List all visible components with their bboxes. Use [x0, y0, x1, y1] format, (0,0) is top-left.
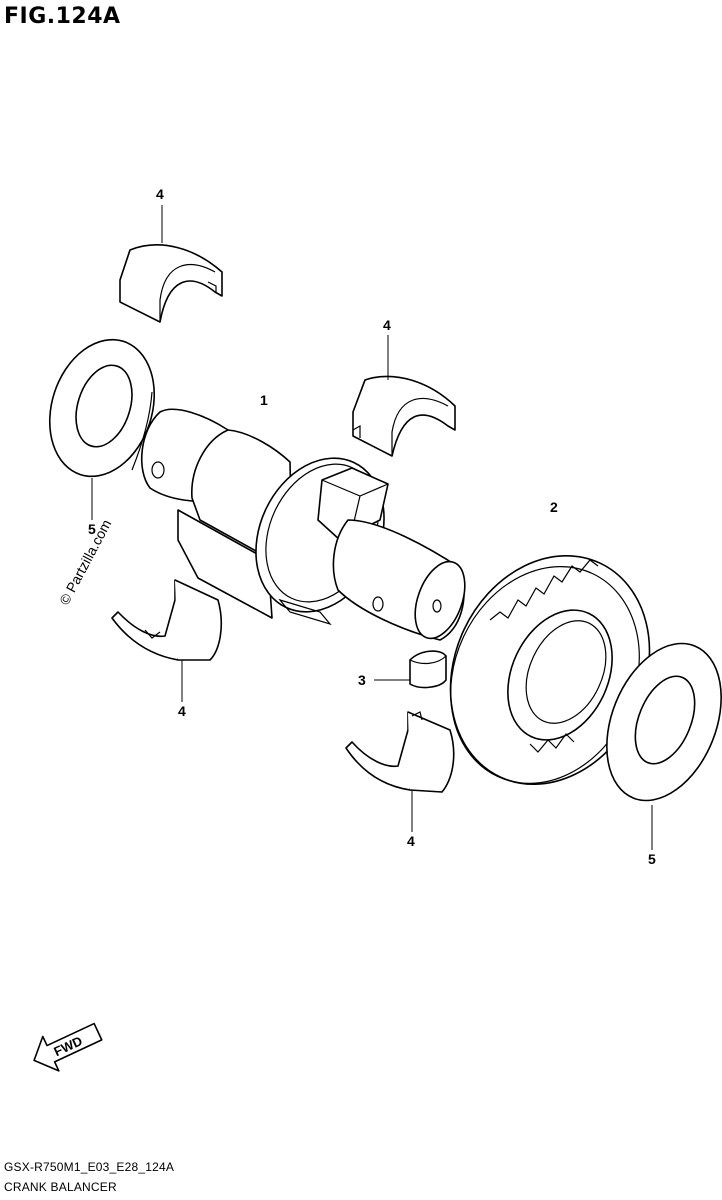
- diagram-name: CRANK BALANCER: [4, 1180, 117, 1194]
- callout-gear: 2: [550, 499, 558, 515]
- bearing-half-top-right[interactable]: [352, 375, 456, 457]
- bearing-half-top-left[interactable]: [119, 244, 223, 323]
- callout-washer-left: 5: [88, 521, 96, 537]
- callout-bearing-top-right: 4: [383, 317, 391, 333]
- diagram-code: GSX-R750M1_E03_E28_124A: [4, 1160, 175, 1174]
- callout-key: 3: [358, 672, 366, 688]
- thrust-washer-right[interactable]: [585, 626, 722, 817]
- callout-washer-right: 5: [648, 851, 656, 867]
- bearing-half-bottom-right[interactable]: [345, 711, 455, 793]
- woodruff-key[interactable]: [409, 650, 447, 689]
- fwd-arrow-icon: FWD: [33, 1022, 103, 1072]
- callout-bearing-bottom-left: 4: [178, 703, 186, 719]
- leader-lines: [91, 205, 653, 850]
- callout-bearing-bottom-right: 4: [407, 833, 415, 849]
- callout-labels: 4 4 1 2 5 3 4 4 5: [88, 186, 656, 867]
- thrust-washer-left[interactable]: [33, 326, 171, 490]
- figure-title: FIG.124A: [4, 4, 121, 29]
- callout-shaft: 1: [260, 392, 268, 408]
- callout-bearing-top-left: 4: [156, 186, 164, 202]
- bearing-half-bottom-left[interactable]: [111, 579, 223, 661]
- balancer-shaft[interactable]: [140, 408, 475, 645]
